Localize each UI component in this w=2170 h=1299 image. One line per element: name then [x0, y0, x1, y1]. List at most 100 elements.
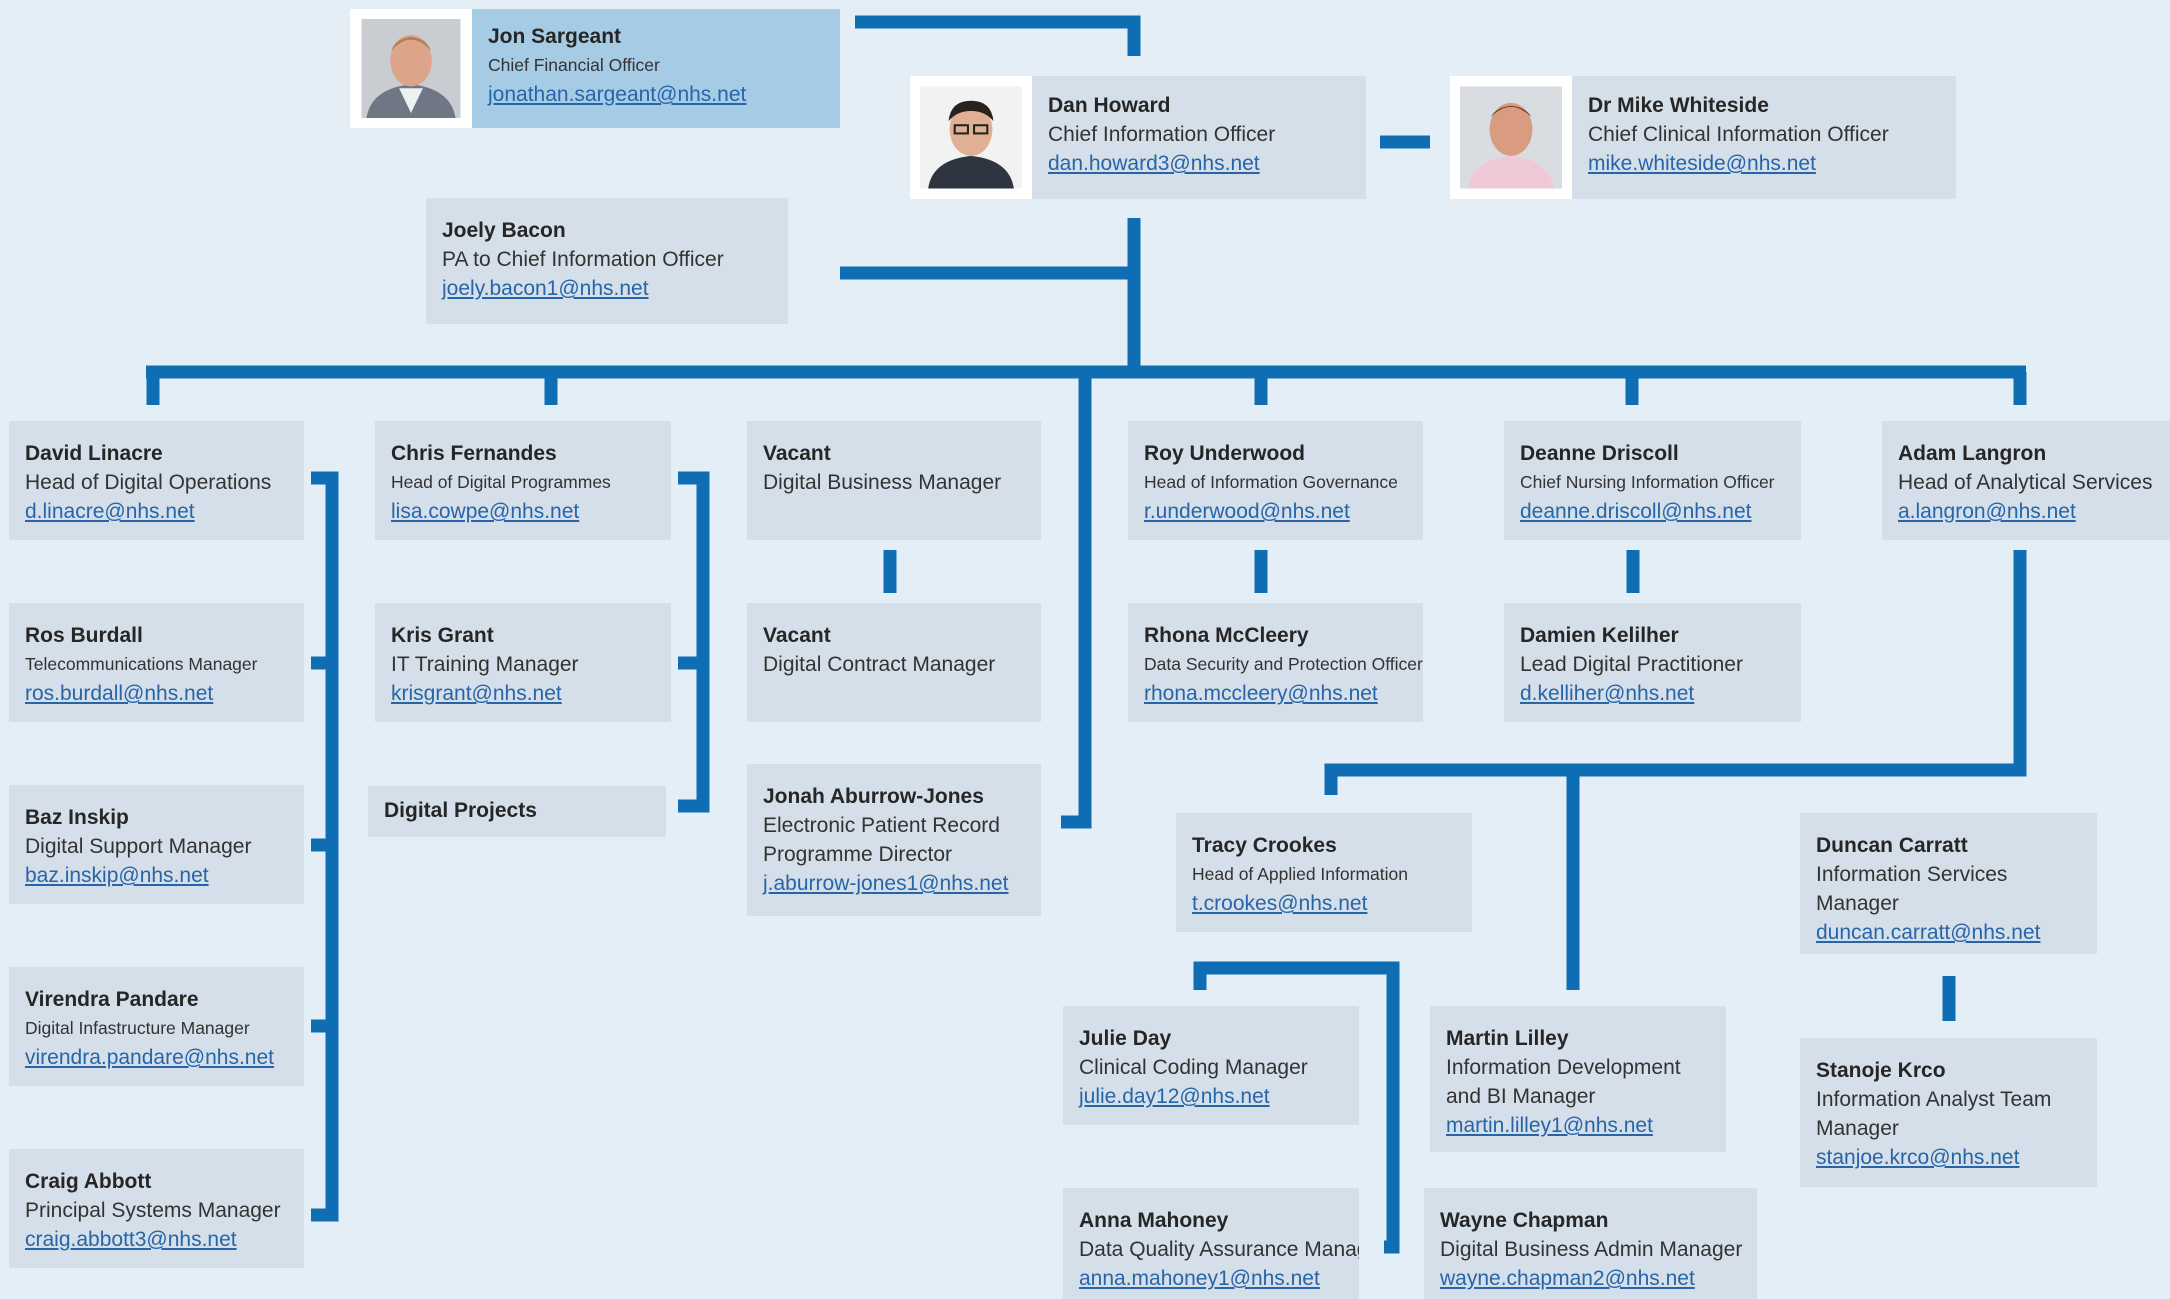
person-name: Tracy Crookes	[1192, 834, 1337, 857]
card-jon-sargeant: Jon Sargeant Chief Financial Officer jon…	[350, 9, 840, 128]
card-martin-lilley: Martin Lilley Information Development an…	[1430, 1006, 1726, 1152]
person-name: Duncan Carratt	[1816, 834, 1968, 857]
person-name: Baz Inskip	[25, 806, 129, 829]
person-role-line2: and BI Manager	[1446, 1085, 1596, 1108]
email-link[interactable]: d.linacre@nhs.net	[25, 500, 195, 523]
card-david-linacre: David Linacre Head of Digital Operations…	[9, 421, 304, 540]
email-link[interactable]: anna.mahoney1@nhs.net	[1079, 1267, 1320, 1290]
card-kris-grant: Kris Grant IT Training Manager krisgrant…	[375, 603, 671, 722]
email-link[interactable]: joely.bacon1@nhs.net	[442, 277, 649, 300]
team-name: Digital Projects	[384, 799, 537, 822]
person-role: Data Security and Protection Officer	[1144, 654, 1423, 674]
person-role: IT Training Manager	[391, 653, 579, 676]
card-roy-underwood: Roy Underwood Head of Information Govern…	[1128, 421, 1423, 540]
person-name: Adam Langron	[1898, 442, 2047, 465]
card-rhona-mccleery: Rhona McCleery Data Security and Protect…	[1128, 603, 1423, 722]
person-photo-icon	[1460, 86, 1562, 189]
person-role: Head of Digital Operations	[25, 471, 272, 494]
email-link[interactable]: baz.inskip@nhs.net	[25, 864, 209, 887]
card-deanne-driscoll: Deanne Driscoll Chief Nursing Informatio…	[1504, 421, 1801, 540]
card-joely-bacon: Joely Bacon PA to Chief Information Offi…	[426, 198, 788, 324]
card-mike-whiteside: Dr Mike Whiteside Chief Clinical Informa…	[1450, 76, 1956, 199]
person-role: Chief Nursing Information Officer	[1520, 472, 1775, 492]
person-role: Head of Information Governance	[1144, 472, 1398, 492]
card-dan-howard: Dan Howard Chief Information Officer dan…	[910, 76, 1366, 199]
card-craig-abbott: Craig Abbott Principal Systems Manager c…	[9, 1149, 304, 1268]
connector-analytics	[1324, 550, 2027, 795]
person-name: Dan Howard	[1048, 94, 1171, 117]
email-link[interactable]: dan.howard3@nhs.net	[1048, 152, 1260, 175]
card-vacant-contract-manager: Vacant Digital Contract Manager	[747, 603, 1041, 722]
person-name: Martin Lilley	[1446, 1027, 1569, 1050]
person-role: Head of Applied Information	[1192, 864, 1408, 884]
email-link[interactable]: r.underwood@nhs.net	[1144, 500, 1350, 523]
email-link[interactable]: d.kelliher@nhs.net	[1520, 682, 1695, 705]
person-role-line1: Information Analyst Team	[1816, 1088, 2052, 1111]
email-link[interactable]: mike.whiteside@nhs.net	[1588, 152, 1816, 175]
person-role: Principal Systems Manager	[25, 1199, 281, 1222]
card-stanoje-krco: Stanoje Krco Information Analyst Team Ma…	[1800, 1038, 2097, 1187]
person-role: Digital Business Manager	[763, 471, 1002, 494]
photo-jon-sargeant	[350, 9, 472, 128]
email-link[interactable]: t.crookes@nhs.net	[1192, 892, 1368, 915]
person-role: Chief Clinical Information Officer	[1588, 123, 1889, 146]
person-name: David Linacre	[25, 442, 163, 465]
card-anna-mahoney: Anna Mahoney Data Quality Assurance Mana…	[1063, 1188, 1359, 1299]
person-role: Chief Information Officer	[1048, 123, 1276, 146]
email-link[interactable]: rhona.mccleery@nhs.net	[1144, 682, 1378, 705]
card-adam-langron: Adam Langron Head of Analytical Services…	[1882, 421, 2170, 540]
person-name: Deanne Driscoll	[1520, 442, 1679, 465]
person-name: Anna Mahoney	[1079, 1209, 1229, 1232]
card-virendra-pandare: Virendra Pandare Digital Infastructure M…	[9, 967, 304, 1086]
email-link[interactable]: craig.abbott3@nhs.net	[25, 1228, 237, 1251]
card-jonah-aburrow-jones: Jonah Aburrow-Jones Electronic Patient R…	[747, 764, 1041, 916]
person-role: Data Quality Assurance Manager	[1079, 1238, 1359, 1261]
photo-dan-howard	[910, 76, 1032, 199]
person-name: Ros Burdall	[25, 624, 143, 647]
person-name: Jonah Aburrow-Jones	[763, 785, 984, 808]
person-name: Virendra Pandare	[25, 988, 199, 1011]
email-link[interactable]: j.aburrow-jones1@nhs.net	[763, 872, 1009, 895]
person-name: Wayne Chapman	[1440, 1209, 1609, 1232]
card-julie-day: Julie Day Clinical Coding Manager julie.…	[1063, 1006, 1359, 1125]
email-link[interactable]: ros.burdall@nhs.net	[25, 682, 214, 705]
person-role: Digital Support Manager	[25, 835, 252, 858]
person-name: Rhona McCleery	[1144, 624, 1309, 647]
email-link[interactable]: julie.day12@nhs.net	[1079, 1085, 1270, 1108]
email-link[interactable]: jonathan.sargeant@nhs.net	[488, 83, 747, 106]
person-role-line1: Information Services	[1816, 863, 2008, 886]
person-name: Julie Day	[1079, 1027, 1172, 1050]
email-link[interactable]: lisa.cowpe@nhs.net	[391, 500, 580, 523]
person-name: Craig Abbott	[25, 1170, 152, 1193]
email-link[interactable]: virendra.pandare@nhs.net	[25, 1046, 274, 1069]
email-link[interactable]: a.langron@nhs.net	[1898, 500, 2076, 523]
person-name: Vacant	[763, 442, 831, 465]
person-role-line2: Programme Director	[763, 843, 953, 866]
connector-cfo-cio	[855, 15, 1141, 56]
person-role: Telecommunications Manager	[25, 654, 258, 674]
email-link[interactable]: stanjoe.krco@nhs.net	[1816, 1146, 2020, 1169]
person-name: Vacant	[763, 624, 831, 647]
person-name: Stanoje Krco	[1816, 1059, 1946, 1082]
connector-prog-bracket	[678, 471, 710, 813]
email-link[interactable]: martin.lilley1@nhs.net	[1446, 1114, 1653, 1137]
email-link[interactable]: wayne.chapman2@nhs.net	[1440, 1267, 1695, 1290]
email-link[interactable]: deanne.driscoll@nhs.net	[1520, 500, 1752, 523]
person-role-line2: Manager	[1816, 1117, 1899, 1140]
email-link[interactable]: duncan.carratt@nhs.net	[1816, 921, 2041, 944]
card-duncan-carratt: Duncan Carratt Information Services Mana…	[1800, 813, 2097, 954]
card-damien-kelilher: Damien Kelilher Lead Digital Practitione…	[1504, 603, 1801, 722]
person-name: Roy Underwood	[1144, 442, 1305, 465]
person-photo-icon	[361, 19, 461, 118]
person-name: Damien Kelilher	[1520, 624, 1679, 647]
connector-to-aburrow-jones	[1061, 372, 1092, 829]
email-link[interactable]: krisgrant@nhs.net	[391, 682, 562, 705]
card-digital-projects: Digital Projects	[368, 786, 666, 837]
card-vacant-business-manager: Vacant Digital Business Manager	[747, 421, 1041, 540]
person-name: Dr Mike Whiteside	[1588, 94, 1769, 117]
person-name: Joely Bacon	[442, 219, 566, 242]
person-role: PA to Chief Information Officer	[442, 248, 724, 271]
person-name: Kris Grant	[391, 624, 494, 647]
